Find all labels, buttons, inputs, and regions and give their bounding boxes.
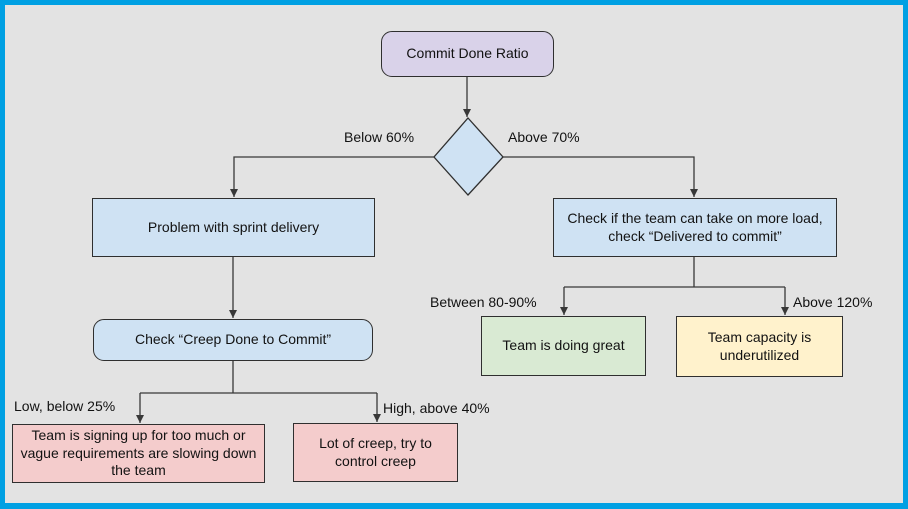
node-problem-sprint-delivery: Problem with sprint delivery xyxy=(92,198,375,257)
edge-label-below-60: Below 60% xyxy=(344,129,415,145)
node-signing-up-too-much-label: Team is signing up for too much or vague… xyxy=(20,426,257,479)
node-commit-done-ratio-label: Commit Done Ratio xyxy=(406,45,529,62)
node-check-creep-done-to-commit-label: Check “Creep Done to Commit” xyxy=(134,331,332,348)
node-team-capacity-underutilized-label: Team capacity is underutilized xyxy=(707,328,812,363)
node-check-team-load-label: Check if the team can take on more load,… xyxy=(567,209,823,244)
node-team-capacity-underutilized: Team capacity is underutilized xyxy=(676,316,843,377)
node-team-doing-great-label: Team is doing great xyxy=(502,337,625,354)
node-commit-done-ratio: Commit Done Ratio xyxy=(381,31,554,77)
node-lot-of-creep: Lot of creep, try to control creep xyxy=(293,423,458,482)
node-check-creep-done-to-commit: Check “Creep Done to Commit” xyxy=(93,319,373,361)
node-lot-of-creep-label: Lot of creep, try to control creep xyxy=(319,434,432,469)
edge-label-between-80-90: Between 80-90% xyxy=(430,294,537,310)
node-check-team-load: Check if the team can take on more load,… xyxy=(553,198,837,257)
node-problem-sprint-delivery-label: Problem with sprint delivery xyxy=(147,218,320,235)
edge-label-above-70: Above 70% xyxy=(508,129,580,145)
node-team-doing-great: Team is doing great xyxy=(481,316,646,376)
edge-label-above-120: Above 120% xyxy=(793,294,873,310)
edge-label-low-below-25: Low, below 25% xyxy=(14,398,116,414)
node-signing-up-too-much: Team is signing up for too much or vague… xyxy=(12,424,265,483)
edge-label-high-above-40: High, above 40% xyxy=(383,400,490,416)
